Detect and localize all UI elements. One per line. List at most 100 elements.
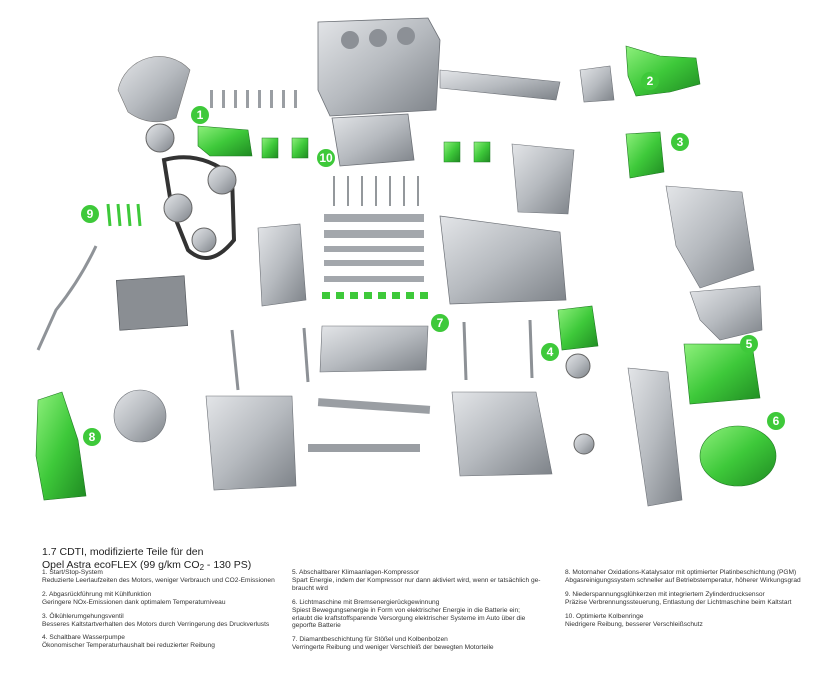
water-pump-green — [557, 305, 599, 351]
legend-column-2: 5. Abschaltbarer Klimaanlagen-Kompressor… — [292, 569, 542, 658]
legend-item-text: Reduzierte Leerlaufzeiten des Motors, we… — [42, 576, 275, 584]
injectors — [230, 319, 534, 391]
legend-item: 8. Motornaher Oxidations-Katalysator mit… — [565, 569, 801, 585]
ac-compressor-green — [683, 343, 761, 405]
legend-item-title: 5. Abschaltbarer Klimaanlagen-Kompressor — [292, 569, 420, 576]
badge-number: 5 — [746, 337, 753, 351]
tappets-green — [322, 292, 428, 299]
legend-item: 5. Abschaltbarer Klimaanlagen-Kompressor… — [292, 569, 542, 593]
legend-item-text: Abgasreinigungssystem schneller auf Betr… — [565, 576, 801, 584]
legend-item-text: Besseres Kaltstartverhalten des Motors d… — [42, 620, 270, 628]
legend-item-title: 10. Optimierte Kolbenringe — [565, 612, 644, 620]
badge-3: 3 — [671, 133, 689, 151]
badge-1: 1 — [191, 106, 209, 124]
badge-number: 6 — [773, 414, 780, 428]
timing-belt — [161, 155, 237, 260]
legend-item-title: 6. Lichtmaschine mit Bremsenergierückgew… — [292, 598, 440, 606]
badge-4: 4 — [541, 343, 559, 361]
legend-item-title: 1. Start/Stop-System — [42, 569, 103, 576]
cylinder-head — [331, 113, 415, 167]
camshaft-carrier — [319, 325, 429, 373]
badge-number: 10 — [319, 151, 333, 165]
exploded-engine-illustration: 1 2 3 4 5 6 7 8 9 10 — [35, 17, 785, 507]
badge-number: 9 — [87, 207, 94, 221]
legend-column-3: 8. Motornaher Oxidations-Katalysator mit… — [565, 569, 801, 634]
legend-item-text: erlaubt die kraftstoffsparende Versorgun… — [292, 614, 526, 622]
legend-item: 6. Lichtmaschine mit Bremsenergierückgew… — [292, 599, 542, 631]
legend-item-title: 7. Diamantbeschichtung für Stößel und Ko… — [292, 636, 448, 644]
engine-control-unit — [115, 275, 189, 331]
pulley — [207, 165, 237, 195]
pulley — [163, 193, 193, 223]
lower-cylinder-head — [205, 395, 297, 491]
starter-motor-green — [197, 125, 253, 157]
caption-title-text: Opel Astra ecoFLEX (99 g/km CO — [42, 559, 200, 571]
oil-pan-small — [511, 143, 575, 215]
oil-pan — [439, 215, 567, 305]
intake-manifold — [665, 185, 755, 289]
badge-10: 10 — [317, 149, 335, 167]
pistons-green — [261, 137, 491, 163]
oil-pump — [579, 65, 615, 103]
camshaft — [308, 444, 420, 452]
legend-item-text: Niedrigere Reibung, besserer Verschleißs… — [565, 620, 703, 628]
caption-title-line2: Opel Astra ecoFLEX (99 g/km CO2 - 130 PS… — [42, 559, 251, 574]
legend-item-text: braucht wird — [292, 584, 328, 592]
legend-item: 9. Niederspannungsglühkerzen mit integri… — [565, 591, 800, 607]
bolt-row — [210, 90, 297, 108]
caption-title-text-end: - 130 PS) — [204, 559, 252, 571]
idler-pulley — [573, 433, 595, 455]
badge-2: 2 — [641, 72, 659, 90]
legend-item-text: Ökonomischer Temperaturhaushalt bei redu… — [42, 642, 215, 650]
alternator-green — [699, 425, 777, 487]
legend-item-title: 3. Ölkühlerumgehungsventil — [42, 612, 124, 620]
legend-item: 7. Diamantbeschichtung für Stößel und Ko… — [292, 636, 542, 652]
engine-cover — [451, 391, 553, 477]
dipstick-tube — [36, 245, 98, 351]
badge-5: 5 — [740, 335, 758, 353]
badge-9: 9 — [81, 205, 99, 223]
legend-item-text: Spart Energie, indem der Kompressor nur … — [292, 576, 541, 584]
caption-title: 1.7 CDTI, modifizierte Teile für den Ope… — [42, 546, 251, 574]
legend-item-text: Verringerte Reibung und weniger Verschle… — [292, 644, 494, 652]
tensioner-pulley — [565, 353, 591, 379]
accessory-bracket — [627, 367, 683, 507]
badge-number: 8 — [89, 430, 96, 444]
caption-title-line1: 1.7 CDTI, modifizierte Teile für den — [42, 546, 204, 558]
pulley — [145, 123, 175, 153]
badge-number: 3 — [677, 135, 684, 149]
badge-number: 1 — [197, 108, 204, 122]
oil-sump-cover — [257, 223, 307, 307]
oil-bypass-valve-green — [625, 131, 665, 179]
valve-rows — [333, 176, 419, 206]
legend-item-text: Spiest Bewegungsenergie in Form von elek… — [292, 606, 520, 614]
legend-item-title: 8. Motornaher Oxidations-Katalysator mit… — [565, 569, 797, 576]
pulley — [191, 227, 217, 253]
legend-item-text: Geringere NOx-Emissionen dank optimalem … — [42, 598, 226, 606]
spring-rows — [324, 214, 424, 282]
legend-item-title: 4. Schaltbare Wasserpumpe — [42, 634, 125, 642]
catalytic-converter-green — [35, 391, 87, 501]
badge-number: 2 — [647, 74, 654, 88]
legend-item-title: 2. Abgasrückführung mit Kühlfunktion — [42, 590, 152, 598]
legend-item-title: 9. Niederspannungsglühkerzen mit integri… — [565, 590, 765, 598]
glow-plugs-green — [106, 203, 142, 227]
intake-pipe — [689, 285, 763, 341]
camshaft — [317, 398, 431, 414]
legend-item-text: Präzise Verbrennungssteuerung, Entlastun… — [565, 598, 792, 606]
badge-7: 7 — [431, 314, 449, 332]
egr-cooler-green — [625, 45, 701, 97]
badge-8: 8 — [83, 428, 101, 446]
caption-subscript: 2 — [199, 563, 205, 572]
heat-shield — [117, 56, 191, 123]
badge-number: 4 — [547, 345, 554, 359]
badge-6: 6 — [767, 412, 785, 430]
turbocharger — [113, 389, 167, 443]
legend-item-text: geporfte Batterie — [292, 622, 341, 630]
crankshaft — [439, 69, 561, 101]
